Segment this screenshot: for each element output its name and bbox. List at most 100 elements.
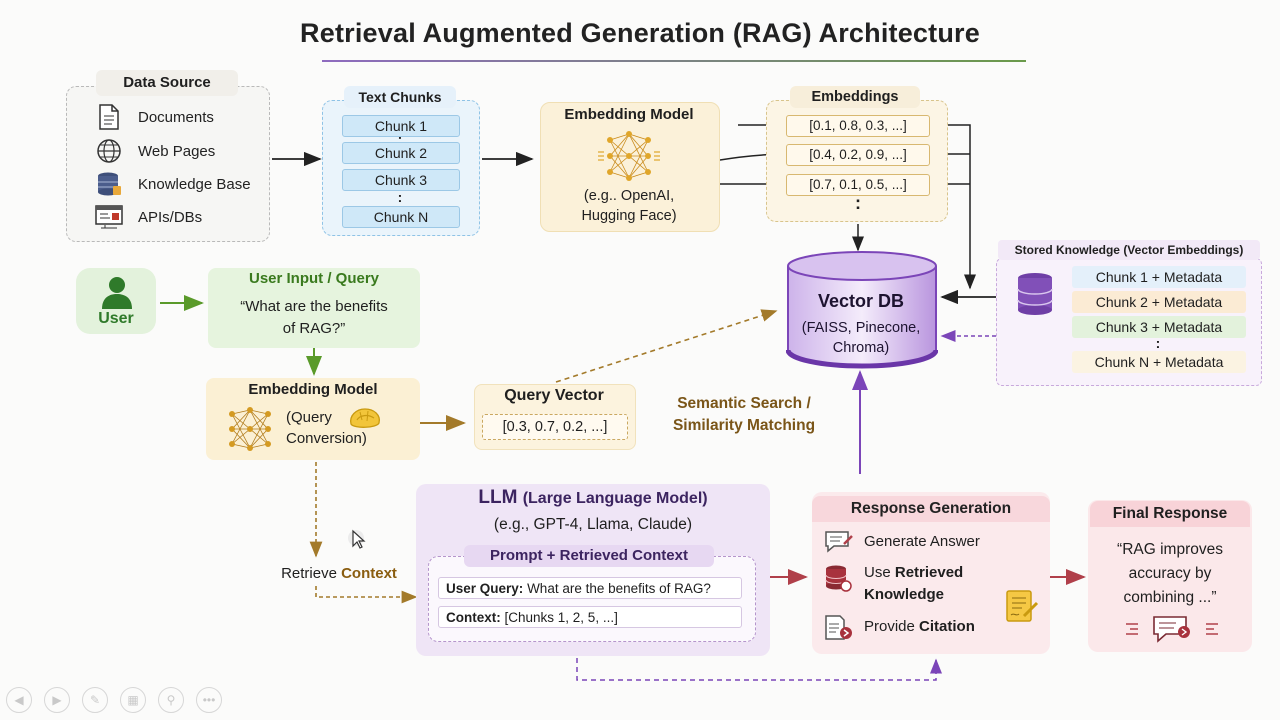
neural-network-icon [226,406,274,457]
stored-chunk: Chunk 1 + Metadata [1072,266,1246,288]
stored-knowledge-title: Stored Knowledge (Vector Embeddings) [998,240,1260,260]
prompt-context-label: Context: [446,610,501,625]
chunk-item: Chunk N [342,206,460,228]
document-icon [94,104,124,130]
citation-document-icon [824,615,854,646]
pen-icon: ✎ [89,693,101,707]
data-source-item-knowledge-base: Knowledge Base [94,170,251,198]
embedding-model-example-line: Hugging Face) [581,208,677,224]
embeddings-title: Embeddings [790,86,920,108]
stored-chunk: Chunk 3 + Metadata [1072,316,1246,338]
prompt-context-value: [Chunks 1, 2, 5, ...] [504,610,618,625]
brain-icon [348,406,382,435]
prompt-user-query-field: User Query: What are the benefits of RAG… [438,577,742,599]
prompt-user-query-label: User Query: [446,581,524,596]
embedding-vector: [0.7, 0.1, 0.5, ...] [786,174,930,196]
user-icon [100,275,134,314]
database-icon [94,171,124,197]
llm-examples: (e.g., GPT-4, Llama, Claude) [493,516,693,533]
chevron-right-icon: ▶ [52,693,62,707]
stored-chunk: Chunk N + Metadata [1072,351,1246,373]
arrow-retrieve-to-llm [315,586,418,604]
embedding-vector: [0.4, 0.2, 0.9, ...] [786,144,930,166]
stored-chunk: Chunk 2 + Metadata [1072,291,1246,313]
chunk-item: Chunk 2 [342,142,460,164]
embedding-vector: [0.1, 0.8, 0.3, ...] [786,115,930,137]
data-source-label: Knowledge Base [138,175,251,193]
chevron-left-icon: ◀ [14,693,24,707]
semantic-search-line: Similarity Matching [672,417,816,434]
retrieve-context-prefix: Retrieve [281,565,337,582]
final-response-text: “RAG improves accuracy by combining ...” [1090,538,1250,610]
response-item-citation: Provide Citation [864,616,975,638]
response-item-bold: Retrieved [894,564,964,581]
stored-dots: : [1155,335,1161,351]
user-query-line: “What are the benefits [240,298,388,315]
llm-title-main: LLM [478,487,518,508]
data-source-label: Documents [138,108,214,126]
response-item-prefix: Provide [864,618,915,635]
embedding-model-title: Embedding Model [564,106,694,123]
semantic-search-line: Semantic Search / [677,395,811,412]
document-edit-icon [1004,588,1040,629]
response-item-retrieved: Use Retrieved Knowledge [864,562,963,606]
database-icon [824,564,852,597]
title-underline [322,60,1026,62]
neural-network-icon [598,130,660,187]
magnifier-icon: ⚲ [166,693,176,707]
user-query-panel [208,268,420,348]
data-source-title: Data Source [96,70,238,96]
ellipsis-icon: ••• [202,693,216,707]
data-source-item-apis-dbs: APIs/DBs [94,203,202,231]
data-source-label: Web Pages [138,142,216,160]
retrieve-context-highlight: Context [341,565,397,582]
next-slide-button[interactable]: ▶ [44,687,70,713]
user-query-line: of RAG?” [282,320,346,337]
response-generation-title: Response Generation [812,496,1050,522]
vector-db-example-line: Chroma) [832,340,890,356]
text-chunks-title: Text Chunks [344,86,456,108]
final-response-line: accuracy by [1128,565,1212,582]
mouse-cursor-icon [348,528,368,555]
chunk-item: Chunk 3 [342,169,460,191]
response-item-prefix: Use [864,564,891,581]
arrow-qvector-to-db [555,309,778,383]
pen-tool-button[interactable]: ✎ [82,687,108,713]
semantic-search-label: Semantic Search / Similarity Matching [656,393,832,437]
response-item-bold: Citation [919,618,975,635]
message-bubble-icon [1124,614,1220,649]
final-response-title: Final Response [1090,501,1250,527]
user-label: User [98,310,134,327]
query-embedding-title: Embedding Model [248,381,378,398]
prompt-user-query-value: What are the benefits of RAG? [527,581,711,596]
llm-title: LLM (Large Language Model) [416,487,770,509]
vector-db-examples: (FAISS, Pinecone, Chroma) [786,318,936,358]
slides-overview-button[interactable]: ▦ [120,687,146,713]
prompt-context-title: Prompt + Retrieved Context [464,545,714,567]
query-vector-title: Query Vector [504,387,604,404]
data-source-label: APIs/DBs [138,208,203,226]
zoom-button[interactable]: ⚲ [158,687,184,713]
final-response-line: “RAG improves [1117,541,1223,558]
embedding-model-example-line: (e.g.. OpenAI, [583,188,675,204]
user-query-title: User Input / Query [248,270,380,287]
chunk-dots: : [397,189,403,205]
final-response-line: combining ...” [1123,589,1217,606]
query-vector-value: [0.3, 0.7, 0.2, ...] [482,414,628,440]
more-options-button[interactable]: ••• [196,687,222,713]
response-item-generate: Generate Answer [864,533,980,550]
prev-slide-button[interactable]: ◀ [6,687,32,713]
slides-grid-icon: ▦ [127,693,139,707]
prompt-context-field: Context: [Chunks 1, 2, 5, ...] [438,606,742,628]
chunk-dots: : [397,131,403,147]
embedding-dots: : [855,193,861,213]
response-item-bold: Knowledge [864,586,945,603]
retrieve-context-label: Retrieve Context [262,565,416,582]
page-title: Retrieval Augmented Generation (RAG) Arc… [300,18,980,48]
llm-title-suffix: (Large Language Model) [522,490,708,507]
globe-icon [94,138,124,164]
chunk-item: Chunk 1 [342,115,460,137]
embedding-model-examples: (e.g.. OpenAI, Hugging Face) [540,186,718,226]
data-source-item-web-pages: Web Pages [94,137,215,165]
embedding-model-panel [540,102,720,232]
